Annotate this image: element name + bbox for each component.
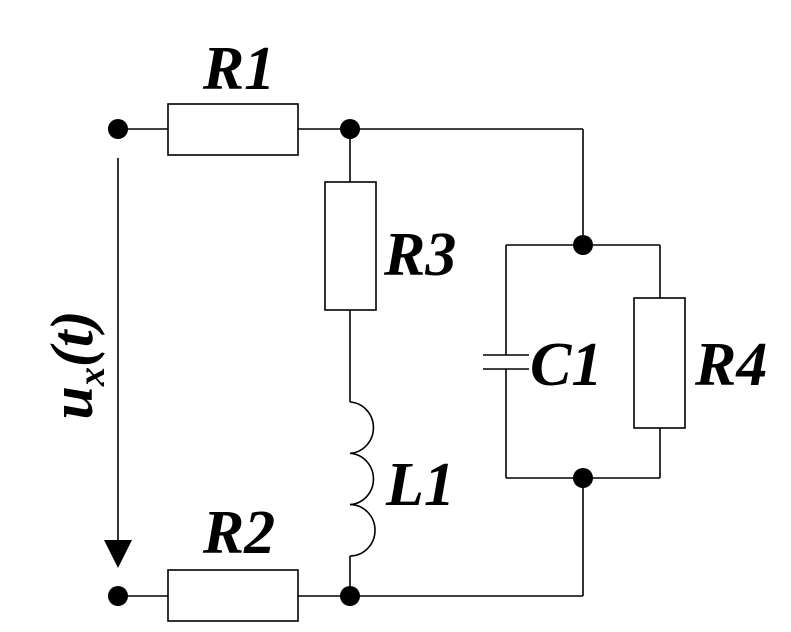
resistor-r2 <box>167 569 299 622</box>
node-top-junction <box>340 119 360 139</box>
voltage-arrow-head <box>104 540 132 568</box>
label-r3: R3 <box>383 221 456 289</box>
voltage-label-argument: (t) <box>39 310 105 367</box>
nodes <box>108 119 593 606</box>
node-bottom-junction <box>340 586 360 606</box>
resistor-r4 <box>633 297 686 429</box>
terminal-bottom <box>108 586 128 606</box>
label-r4: R4 <box>694 331 767 399</box>
inductor-l1 <box>349 401 376 557</box>
label-r1: R1 <box>202 35 275 103</box>
node-rc-top <box>573 235 593 255</box>
label-l1: L1 <box>385 451 455 519</box>
voltage-label-main: u <box>39 386 105 419</box>
label-r2: R2 <box>202 499 275 567</box>
capacitor-c1 <box>483 354 529 370</box>
voltage-label: ux(t) <box>39 310 113 419</box>
node-rc-bottom <box>573 468 593 488</box>
terminal-top <box>108 119 128 139</box>
voltage-arrow <box>104 158 132 568</box>
resistor-r1 <box>167 103 299 156</box>
label-c1: C1 <box>530 331 602 399</box>
resistor-r3 <box>324 181 377 311</box>
voltage-label-subscript: x <box>71 367 113 387</box>
